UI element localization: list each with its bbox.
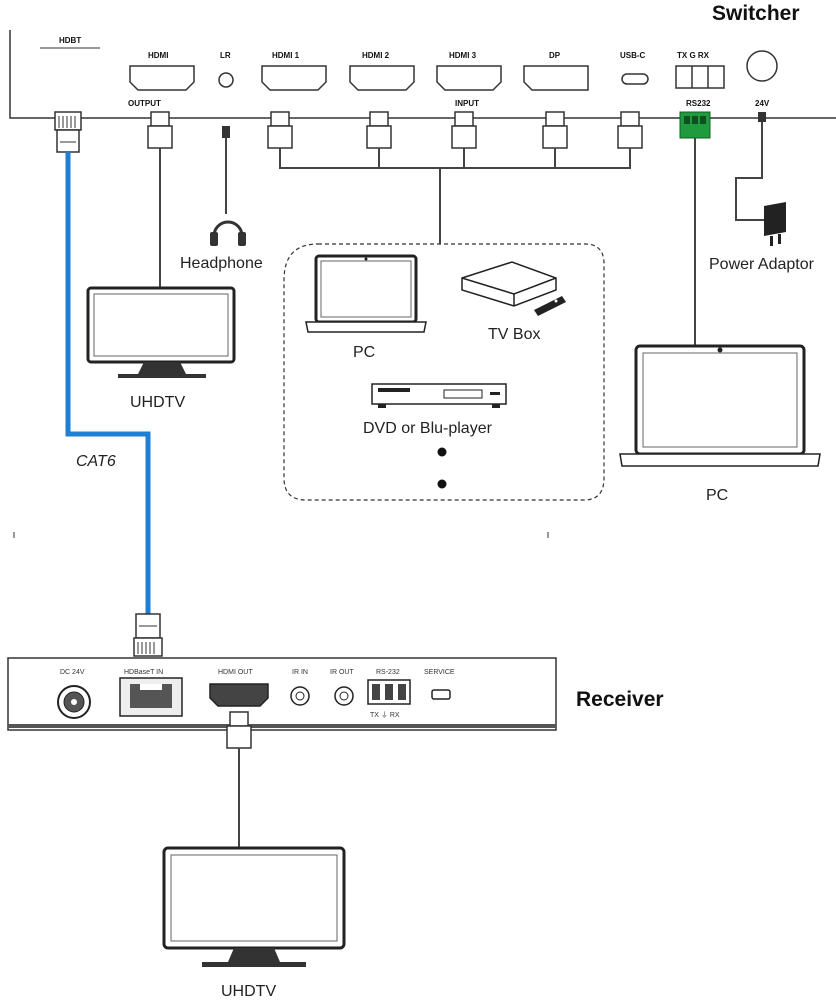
receiver-rs232-pin-labels: TX ⏚ RX — [370, 711, 400, 719]
power-port-icon — [746, 50, 778, 82]
dvd-label: DVD or Blu-player — [363, 420, 493, 437]
receiver-port-label-service: SERVICE — [424, 669, 455, 676]
hdmi1-plug-icon — [267, 111, 293, 149]
uhdtv-top-icon — [86, 286, 236, 378]
power-adaptor-icon — [764, 202, 786, 246]
remote-control-icon — [534, 296, 566, 316]
receiver-port-label-ir-out: IR OUT — [330, 669, 354, 676]
receiver-port-label-rs232: RS-232 — [376, 669, 400, 676]
rs232-terminal-icon — [675, 65, 725, 89]
rs232-green-plug-icon — [679, 111, 711, 139]
receiver-port-label-ir-in: IR IN — [292, 669, 308, 676]
rs232-label: RS232 — [686, 99, 711, 108]
source-group-outline — [283, 243, 605, 501]
port-label-hdbt: HDBT — [59, 36, 81, 45]
audio-plug-icon — [222, 126, 230, 138]
receiver-hdmi-plug-icon — [226, 711, 252, 749]
switcher-title: Switcher — [712, 2, 800, 25]
tv-box-icon — [461, 261, 557, 307]
port-label-hdmi2: HDMI 2 — [362, 51, 390, 60]
port-label-hdmi1: HDMI 1 — [272, 51, 300, 60]
dvd-player-icon — [371, 383, 507, 408]
input-group-label: INPUT — [455, 99, 479, 108]
displayport-port-icon — [523, 65, 589, 91]
hdmi-output-port-icon — [129, 65, 195, 91]
power-label: 24V — [755, 99, 770, 108]
tv-box-label: TV Box — [488, 326, 540, 343]
rs232-pin-labels: TX G RX — [677, 51, 710, 60]
usbc-plug-icon — [617, 111, 643, 149]
port-label-usbc: USB-C — [620, 51, 646, 60]
pc-laptop-large-icon — [619, 344, 821, 467]
pc-laptop-small-icon — [305, 254, 427, 333]
cat6-label: CAT6 — [76, 453, 116, 470]
headphone-icon — [210, 220, 246, 246]
power-plug-icon — [758, 112, 766, 122]
service-usb-port-icon — [431, 689, 451, 700]
headphone-label: Headphone — [180, 255, 263, 272]
uhdtv-bottom-icon — [162, 846, 346, 967]
pc-group-label: PC — [353, 344, 375, 361]
usbc-port-icon — [621, 73, 649, 85]
hdmi2-port-icon — [349, 65, 415, 91]
port-label-hdmi3: HDMI 3 — [449, 51, 477, 60]
rj45-plug-top-icon — [54, 111, 82, 153]
cat6-cable — [65, 152, 151, 616]
output-group-label: OUTPUT — [128, 99, 161, 108]
ir-in-port-icon — [290, 686, 310, 706]
port-label-lr: LR — [220, 51, 231, 60]
ir-out-port-icon — [334, 686, 354, 706]
audio-jack-port-icon — [218, 72, 234, 88]
hdmi2-plug-icon — [366, 111, 392, 149]
hdmi3-port-icon — [436, 65, 502, 91]
uhdtv-top-label: UHDTV — [130, 394, 185, 411]
more-devices-dot-1 — [437, 447, 447, 457]
port-label-hdmi-output: HDMI — [148, 51, 168, 60]
switcher-panel: Switcher HDBT HDMI OUTPUT LR HDMI 1 HDMI… — [9, 2, 836, 119]
receiver-port-label-hdmi-out: HDMI OUT — [218, 669, 253, 676]
rj45-plug-bottom-icon — [133, 613, 163, 657]
dc-power-jack-icon — [57, 685, 91, 719]
receiver-rs232-terminal-icon — [367, 679, 411, 705]
receiver-hdmi-out-port-icon — [209, 683, 269, 707]
receiver-port-label-hdbaset: HDBaseT IN — [124, 669, 163, 676]
receiver-port-label-dc: DC 24V — [60, 669, 85, 676]
hdmi1-port-icon — [261, 65, 327, 91]
pc-right-label: PC — [706, 487, 728, 504]
hdbaset-rj45-port-icon — [119, 677, 183, 717]
more-devices-dot-2 — [437, 479, 447, 489]
hdmi-output-plug-icon — [147, 111, 173, 149]
receiver-panel: DC 24V HDBaseT IN HDMI OUT IR IN IR OUT … — [7, 657, 557, 731]
power-adaptor-label: Power Adaptor — [709, 256, 815, 273]
input-plugs — [267, 111, 643, 149]
dp-plug-icon — [542, 111, 568, 149]
port-label-dp: DP — [549, 51, 561, 60]
hdmi3-plug-icon — [451, 111, 477, 149]
receiver-title: Receiver — [576, 688, 664, 711]
uhdtv-bottom-label: UHDTV — [221, 983, 276, 1000]
